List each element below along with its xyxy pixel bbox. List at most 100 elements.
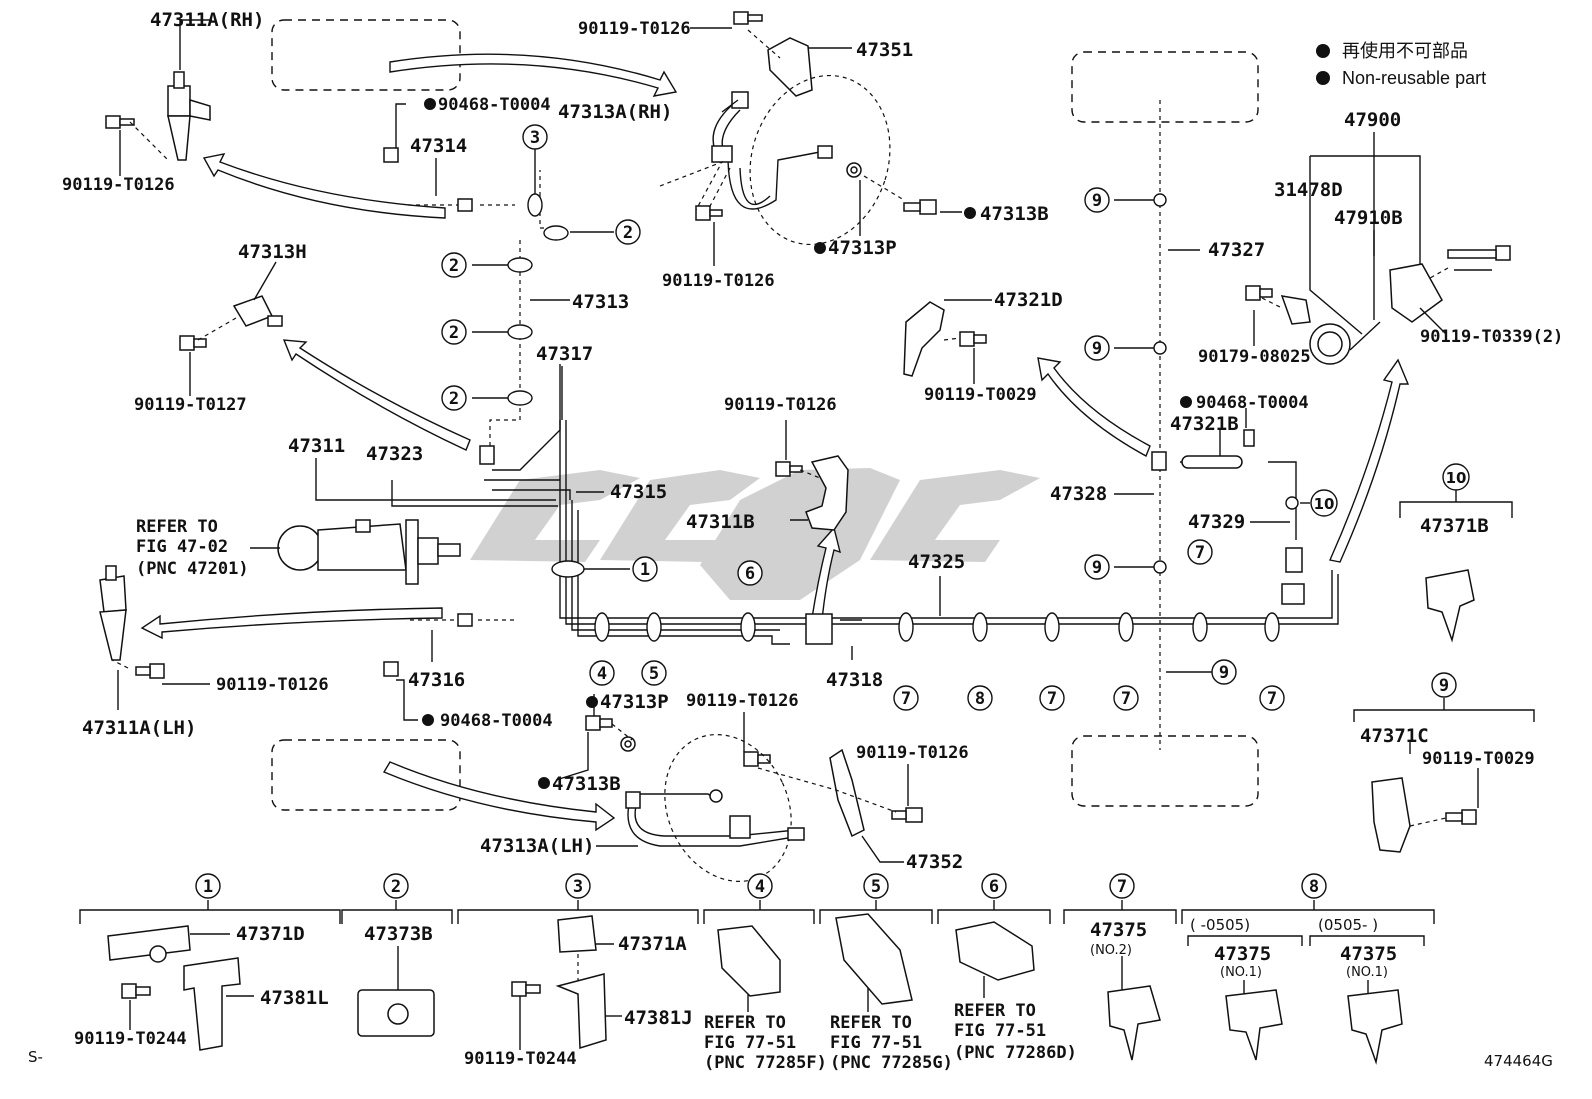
label-47381l: 47381L	[260, 987, 329, 1009]
label-31478d: 31478D	[1274, 179, 1343, 201]
bolt-icon	[891, 807, 923, 823]
label-no2: (NO.2)	[1090, 943, 1132, 958]
bolt-icon	[511, 981, 541, 997]
bolt-icon	[1445, 809, 1477, 825]
rear-top-area-box	[1071, 51, 1259, 123]
refer-text: (PNC 77285G)	[830, 1053, 953, 1073]
svg-text:5: 5	[649, 664, 659, 684]
label-90119-t0126: 90119-T0126	[62, 175, 175, 195]
callout-2	[441, 252, 467, 278]
label-47371c: 47371C	[1360, 725, 1429, 747]
bolt-icon	[743, 751, 771, 767]
svg-text:10: 10	[1446, 469, 1467, 487]
callout-2	[615, 219, 641, 245]
svg-text:7: 7	[1267, 689, 1277, 709]
label-range: (0505- )	[1318, 916, 1378, 934]
svg-text:4: 4	[597, 664, 607, 684]
callouts: 3 2 2 2 2 1 6 4 5 7 8 7 7 7 7 9 9 9 9 10…	[195, 124, 1470, 899]
label-47313a-rh: 47313A(RH)	[558, 101, 672, 123]
bullet-icon	[1316, 71, 1330, 85]
callout-9	[1431, 672, 1457, 698]
label-47323: 47323	[366, 443, 423, 465]
refer-text: (PNC 77286D)	[954, 1043, 1077, 1063]
clamp-cluster-icon	[955, 921, 1035, 981]
svg-text:9: 9	[1092, 339, 1102, 359]
label-47314: 47314	[410, 135, 467, 157]
svg-text:7: 7	[901, 689, 911, 709]
callout-1	[195, 873, 221, 899]
front-left-area-box	[271, 739, 461, 811]
callout-1	[632, 556, 658, 582]
bracket-icon	[767, 37, 813, 97]
refer-text: FIG 77-51	[830, 1033, 922, 1053]
label-47381j: 47381J	[624, 1007, 693, 1029]
callout-4	[589, 660, 615, 686]
refer-text: FIG 77-51	[704, 1033, 796, 1053]
label-47351: 47351	[856, 39, 913, 61]
svg-text:9: 9	[1092, 191, 1102, 211]
label-90119-t0126: 90119-T0126	[578, 19, 691, 39]
refer-text: REFER TO	[954, 1001, 1036, 1021]
bolt-icon	[695, 205, 723, 221]
svg-text:9: 9	[1439, 676, 1449, 696]
clip-icon	[1371, 777, 1411, 853]
label-47313: 47313	[572, 291, 629, 313]
label-47325: 47325	[908, 551, 965, 573]
label-47313p: 47313P	[600, 691, 669, 713]
callout-6	[981, 873, 1007, 899]
label-90119-t0126: 90119-T0126	[856, 743, 969, 763]
label-90119-t0127: 90119-T0127	[134, 395, 247, 415]
label-90119-t0126: 90119-T0126	[724, 395, 837, 415]
label-47900: 47900	[1344, 109, 1401, 131]
label-47375: 47375	[1340, 943, 1397, 965]
clamp-bracket-icon	[183, 957, 241, 1051]
label-47371a: 47371A	[618, 933, 687, 955]
svg-text:9: 9	[1092, 558, 1102, 578]
label-90468-t0004: 90468-T0004	[1196, 393, 1309, 413]
clip-icon	[1107, 985, 1161, 1061]
label-47352: 47352	[906, 851, 963, 873]
svg-text:6: 6	[989, 877, 999, 897]
callout-8	[967, 685, 993, 711]
label-47375: 47375	[1090, 919, 1147, 941]
rear-bottom-area-box	[1071, 735, 1259, 807]
proportioning-valve-icon	[1389, 263, 1443, 323]
three-way-joint-rh-icon	[167, 85, 191, 117]
svg-text:2: 2	[449, 389, 459, 409]
bolt-icon	[959, 331, 987, 347]
callout-5	[641, 660, 667, 686]
label-90119-t0126: 90119-T0126	[662, 271, 775, 291]
bracket-icon	[903, 301, 945, 377]
three-way-joint-center-icon	[805, 455, 849, 531]
callout-7	[1259, 685, 1285, 711]
bolt-icon	[585, 715, 613, 731]
bolt-icon	[1245, 285, 1273, 301]
label-47371b: 47371B	[1420, 515, 1489, 537]
legend-japanese: 再使用不可部品	[1342, 41, 1468, 61]
label-90119-t0029: 90119-T0029	[1422, 749, 1535, 769]
three-way-joint-lh-icon	[99, 575, 127, 613]
svg-text:7: 7	[1121, 689, 1131, 709]
svg-text:4: 4	[755, 877, 765, 897]
callout-9	[1084, 335, 1110, 361]
callout-8	[1301, 873, 1327, 899]
clip-icon	[1347, 989, 1403, 1065]
clamp-cluster-icon	[835, 913, 913, 1005]
label-90119-t0244: 90119-T0244	[74, 1029, 187, 1049]
svg-text:8: 8	[975, 689, 985, 709]
label-47313h: 47313H	[238, 241, 307, 263]
label-47316: 47316	[408, 669, 465, 691]
label-90119-t0126: 90119-T0126	[216, 675, 329, 695]
clamp-icon	[107, 925, 191, 961]
bolt-icon	[775, 461, 803, 477]
label-47329: 47329	[1188, 511, 1245, 533]
callout-7	[893, 685, 919, 711]
junction-block-icon	[805, 613, 833, 645]
label-no1: (NO.1)	[1220, 965, 1262, 980]
label-47321b: 47321B	[1170, 413, 1239, 435]
bracket-icon	[555, 973, 607, 1050]
refer-text: REFER TO	[704, 1013, 786, 1033]
callout-9	[1084, 554, 1110, 580]
refer-text: REFER TO	[830, 1013, 912, 1033]
